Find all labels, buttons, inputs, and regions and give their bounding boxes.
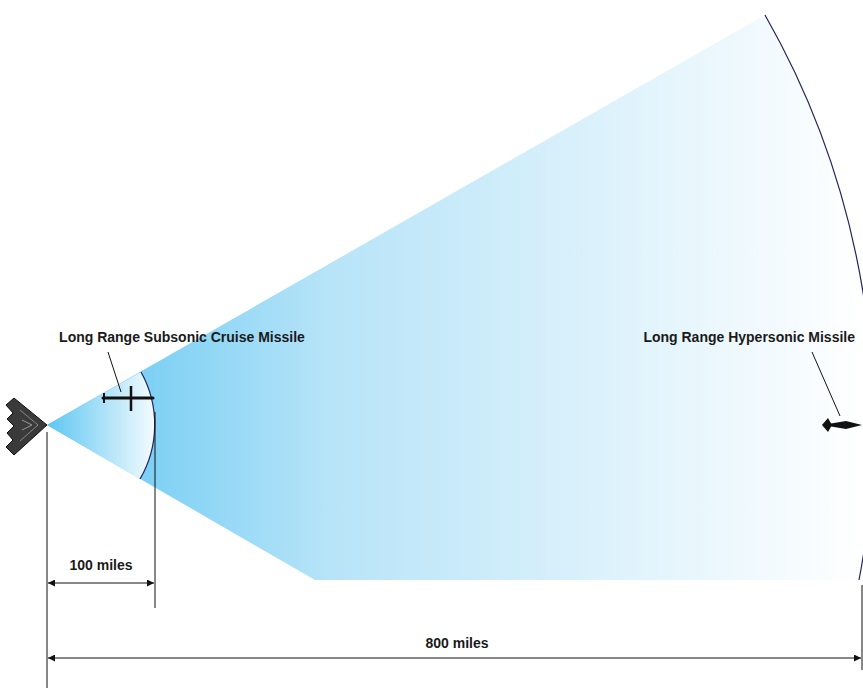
hypersonic-range-arc (765, 15, 863, 580)
missile-label: Long Range Hypersonic Missile (643, 330, 855, 345)
dimension-line (48, 658, 861, 659)
hypersonic-range-cone (47, 15, 863, 580)
subsonic-range-cone (47, 372, 155, 479)
dimension-line (48, 583, 154, 584)
extension-line (155, 412, 156, 608)
leader-line (108, 352, 121, 392)
missile-label: Long Range Subsonic Cruise Missile (59, 330, 305, 345)
leader-line (812, 352, 840, 416)
subsonic-missile (103, 386, 153, 411)
dimension-label: 800 miles (425, 636, 488, 651)
subsonic-range-arc (140, 372, 155, 479)
bomber-aircraft (6, 398, 47, 455)
dimension-label: 100 miles (69, 558, 132, 573)
hypersonic-missile (822, 418, 862, 432)
extension-line (47, 432, 48, 688)
extension-line (862, 585, 863, 670)
